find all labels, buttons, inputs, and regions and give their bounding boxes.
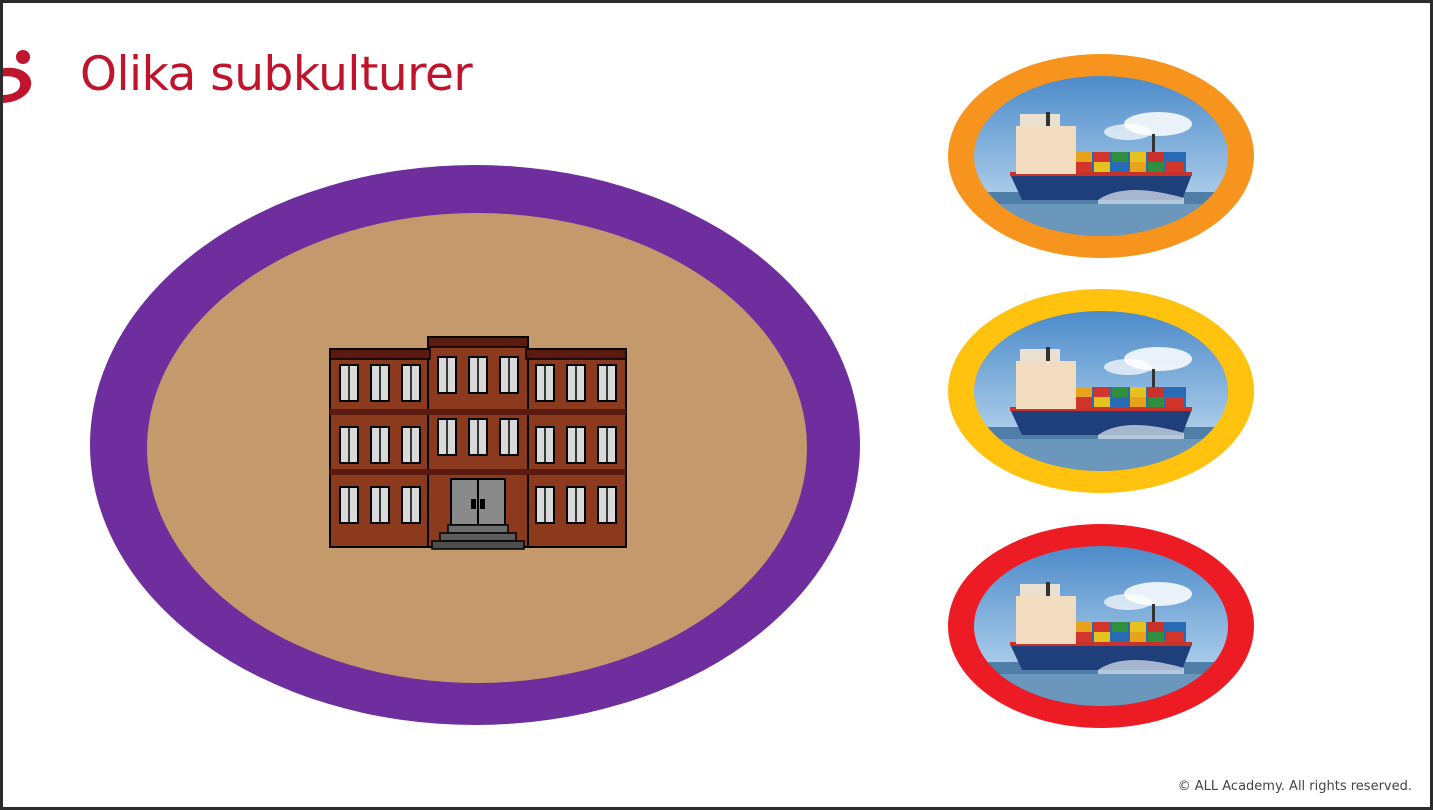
ship-ellipse-red [948,524,1254,728]
ship-ellipse-orange [948,54,1254,258]
copyright-footer: © ALL Academy. All rights reserved. [1177,779,1412,794]
brand-logo-icon [3,50,32,103]
ship-ellipse-yellow [948,289,1254,493]
container-ship-icon [974,311,1228,471]
school-building-icon [329,336,627,550]
slide-title: Olika subkulturer [80,47,473,102]
main-culture-ellipse [90,165,860,725]
